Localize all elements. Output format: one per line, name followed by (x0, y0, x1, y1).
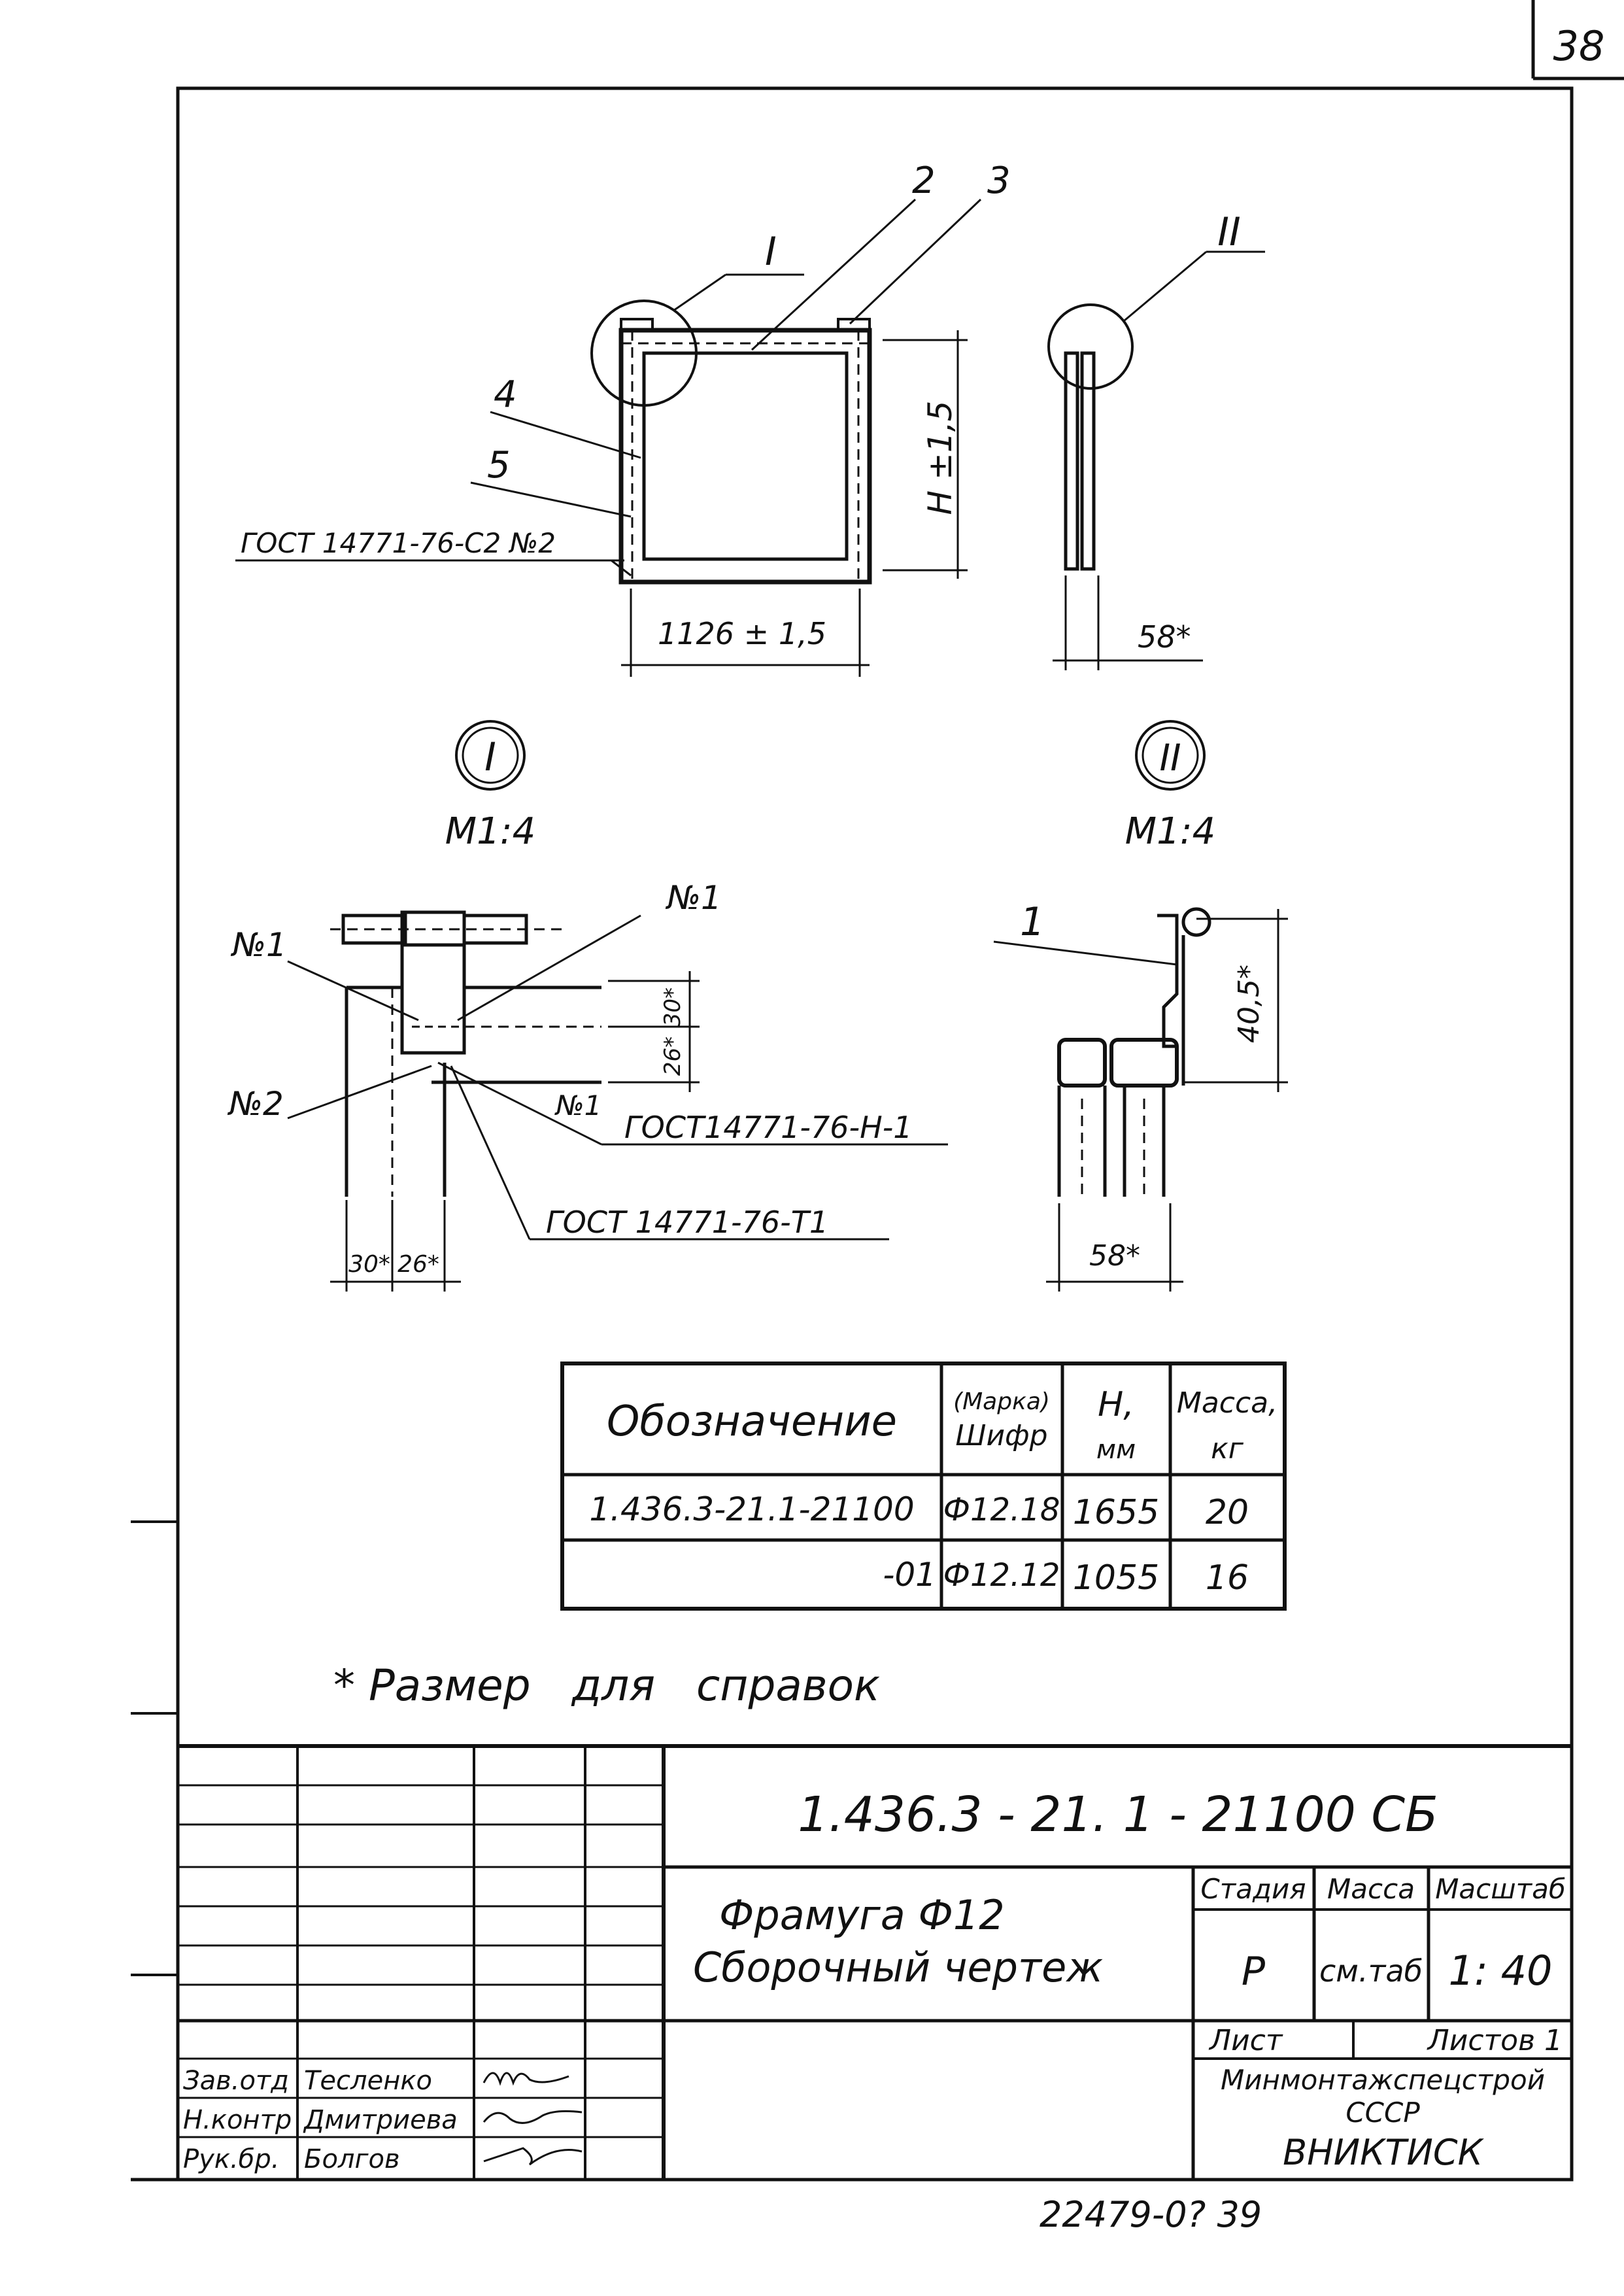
callout-II: II (1217, 209, 1240, 255)
drawing-name-line1: Фрамуга Ф12 (719, 1891, 1005, 1939)
detail-I-dim-30-vert: 30* (660, 987, 686, 1027)
table-header-code: Шифр (955, 1419, 1047, 1452)
dim-side: 58* (1138, 619, 1191, 655)
table-header-kg: кг (1211, 1432, 1244, 1465)
table-header-h: H, (1098, 1385, 1134, 1424)
signer-role-2: Н.контр (183, 2105, 292, 2135)
signer-role-3: Рук.бр. (183, 2144, 279, 2174)
front-view (235, 198, 982, 677)
detail-II-label: II (1159, 737, 1181, 780)
sheet-label: Лист (1208, 2024, 1283, 2057)
signature-1 (482, 2072, 569, 2086)
table-header-mm: мм (1096, 1435, 1136, 1465)
reference-note: * Размер для справок (333, 1660, 880, 1711)
detail-I-dim-26-vert: 26* (660, 1037, 686, 1076)
callout-I: I (765, 229, 777, 275)
main-frame (176, 86, 1574, 2182)
table-row2-code: Ф12.12 (943, 1557, 1060, 1594)
callout-2: 2 (912, 160, 936, 202)
title-block (178, 1744, 1572, 2180)
callout-3: 3 (987, 160, 1011, 202)
scale-label: Масштаб (1435, 1873, 1566, 1905)
detail-I-n1-left: №1 (230, 926, 287, 964)
detail-I-circle (455, 720, 526, 791)
detail-I-drawing (287, 910, 948, 1292)
mass-label: Масса (1327, 1873, 1415, 1905)
stage-value: Р (1242, 1949, 1266, 1995)
table-header-mass: Масса, (1177, 1386, 1277, 1420)
scale-value: 1: 40 (1449, 1947, 1553, 1995)
weld-label-main: ГОСТ 14771-76-С2 №2 (241, 527, 556, 559)
detail-I-n1-bottom: №1 (554, 1089, 601, 1122)
table-row1-designation: 1.436.3-21.1-21100 (589, 1490, 914, 1528)
table-row1-code: Ф12.18 (943, 1492, 1060, 1528)
org-line3: ВНИКТИСК (1283, 2132, 1484, 2173)
detail-II-scale: М1:4 (1125, 810, 1215, 853)
dim-width: 1126 ± 1,5 (658, 616, 826, 651)
sheet-number-top: 38 (1553, 22, 1605, 70)
signer-name-3: Болгов (304, 2144, 400, 2174)
detail-I-gost-t1: ГОСТ 14771-76-Т1 (546, 1205, 828, 1240)
detail-I-circle-inner (462, 727, 519, 784)
detail-I-label: I (484, 734, 496, 780)
spec-table (560, 1362, 1287, 1611)
sheets-label: Листов 1 (1427, 2024, 1563, 2057)
detail-II-circle (1135, 720, 1206, 791)
org-line1: Минмонтажспецстрой (1221, 2064, 1545, 2096)
org-line2: СССР (1345, 2097, 1420, 2129)
detail-II-dim-405: 40,5* (1232, 965, 1266, 1043)
detail-II-callout: 1 (1020, 899, 1045, 945)
detail-II-circle-inner (1142, 727, 1199, 784)
side-view (1047, 250, 1265, 670)
table-header-designation: Обозначение (607, 1397, 897, 1446)
dim-height: H ±1,5 (921, 401, 959, 515)
signer-name-2: Дмитриева (303, 2105, 458, 2135)
detail-II-drawing (993, 907, 1288, 1292)
callout-5: 5 (487, 444, 511, 487)
table-row2-mass: 16 (1206, 1558, 1249, 1598)
table-row2-designation: -01 (883, 1556, 936, 1594)
detail-I-dim-26-horiz: 26* (398, 1251, 439, 1278)
signer-name-1: Тесленко (304, 2066, 432, 2096)
drawing-name-line2: Сборочный чертеж (693, 1944, 1103, 1991)
detail-I-gost-h1: ГОСТ14771-76-Н-1 (624, 1110, 913, 1145)
signature-2 (482, 2110, 583, 2124)
callout-4: 4 (494, 373, 517, 416)
detail-I-n1-top: №1 (665, 879, 722, 917)
drawing-code: 1.436.3 - 21. 1 - 21100 СБ (798, 1787, 1438, 1843)
table-row2-h: 1055 (1073, 1558, 1159, 1598)
detail-II-dim-58: 58* (1089, 1239, 1140, 1273)
signer-role-1: Зав.отд (183, 2066, 289, 2096)
detail-I-dim-30-horiz: 30* (348, 1251, 390, 1278)
footer-number: 22479-0? 39 (1040, 2194, 1262, 2235)
table-row1-mass: 20 (1206, 1493, 1249, 1532)
mass-value: см.таб (1319, 1953, 1423, 1989)
table-row1-h: 1655 (1073, 1493, 1159, 1532)
detail-I-n2: №2 (227, 1085, 284, 1123)
stage-label: Стадия (1200, 1873, 1306, 1905)
detail-I-scale: М1:4 (445, 810, 535, 853)
signature-3 (483, 2147, 583, 2166)
table-header-mark: (Марка) (953, 1388, 1050, 1415)
